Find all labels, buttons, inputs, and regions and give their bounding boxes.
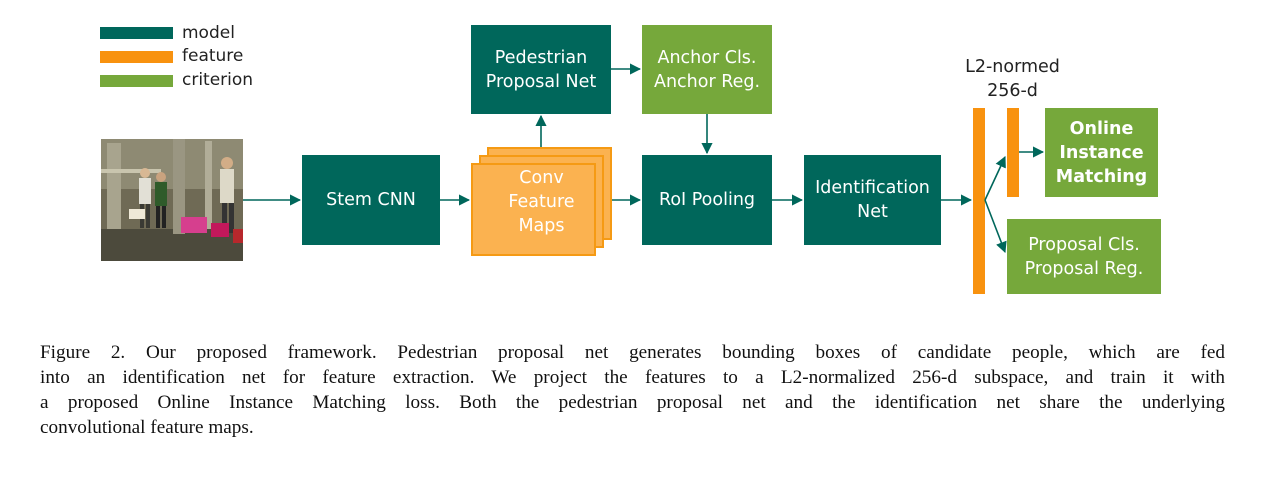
- pedestrian-proposal-net-block: Pedestrian Proposal Net: [471, 25, 611, 114]
- legend-swatch-feature: [100, 51, 173, 63]
- input-image: [101, 139, 243, 261]
- roi-pooling-block: RoI Pooling: [642, 155, 772, 245]
- stem-cnn-block: Stem CNN: [302, 155, 440, 245]
- caption-line-1: Figure 2. Our proposed framework. Pedest…: [40, 342, 1225, 363]
- arrow-feature-to-proposal: [984, 199, 1007, 254]
- input-image-scene: [101, 139, 243, 261]
- legend-label-criterion: criterion: [182, 70, 254, 90]
- proposal-criterion-block: Proposal Cls. Proposal Reg.: [1007, 219, 1161, 294]
- online-instance-matching-block: Online Instance Matching: [1045, 108, 1158, 197]
- caption-line-2: into an identification net for feature e…: [40, 367, 1225, 388]
- legend-swatch-model: [100, 27, 173, 39]
- feature-bar-large: [973, 108, 985, 294]
- feature-bar-label: L2-normed 256-d: [965, 57, 1060, 101]
- arrow-feature-to-l2: [984, 155, 1006, 201]
- identification-net-block: Identification Net: [804, 155, 941, 245]
- caption-line-3: a proposed Online Instance Matching loss…: [40, 392, 1225, 413]
- legend-label-model: model: [182, 23, 235, 43]
- feature-bar-l2-normed: [1007, 108, 1019, 197]
- caption-line-4: convolutional feature maps.: [40, 417, 254, 438]
- conv-feature-maps-label: Conv Feature Maps: [508, 167, 575, 236]
- anchor-criterion-block: Anchor Cls. Anchor Reg.: [642, 25, 772, 114]
- figure-caption: Figure 2. Our proposed framework. Pedest…: [40, 340, 1225, 440]
- feature-map-layer-front: [471, 163, 596, 256]
- legend-label-feature: feature: [182, 46, 244, 66]
- legend-swatch-criterion: [100, 75, 173, 87]
